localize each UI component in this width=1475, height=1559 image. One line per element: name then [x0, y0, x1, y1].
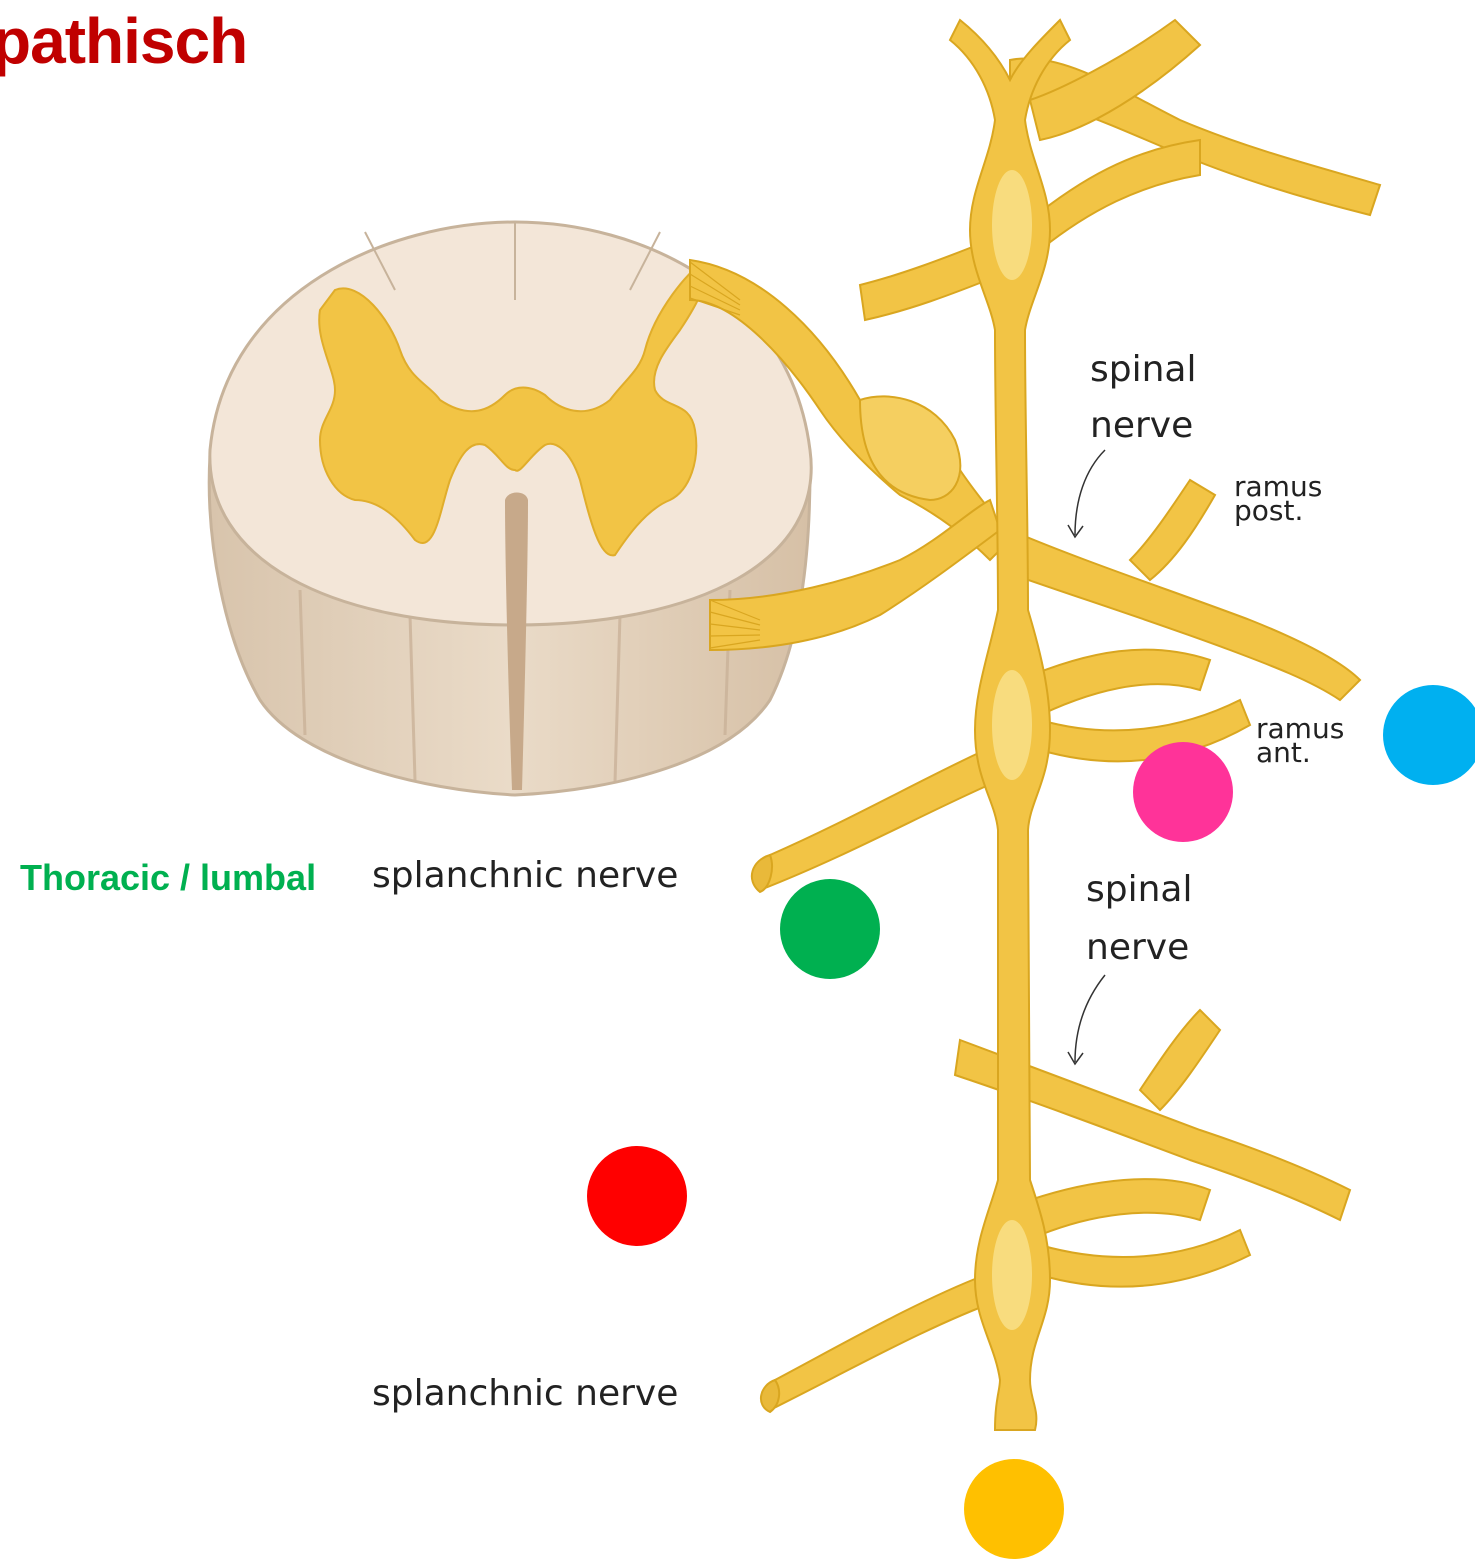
red-marker-dot[interactable]	[587, 1146, 687, 1246]
region-label: Thoracic / lumbal	[20, 860, 316, 896]
pink-marker-dot[interactable]	[1133, 742, 1233, 842]
ramus-post-label-line2: post.	[1234, 500, 1303, 523]
ramus-ant-label-line2: ant.	[1256, 742, 1311, 765]
splanchnic-nerve-label-upper: splanchnic nerve	[372, 858, 678, 894]
splanchnic-nerve-label-lower: splanchnic nerve	[372, 1376, 678, 1412]
spinal-nerve-label-top-line2: nerve	[1090, 408, 1193, 444]
spinal-nerve-label-bottom-line1: spinal	[1086, 872, 1193, 908]
spinal-nerve-label-bottom-line2: nerve	[1086, 930, 1189, 966]
yellow-marker-dot[interactable]	[964, 1459, 1064, 1559]
green-marker-dot[interactable]	[780, 879, 880, 979]
spinal-nerve-label-top-line1: spinal	[1090, 352, 1197, 388]
blue-marker-dot[interactable]	[1383, 685, 1475, 785]
